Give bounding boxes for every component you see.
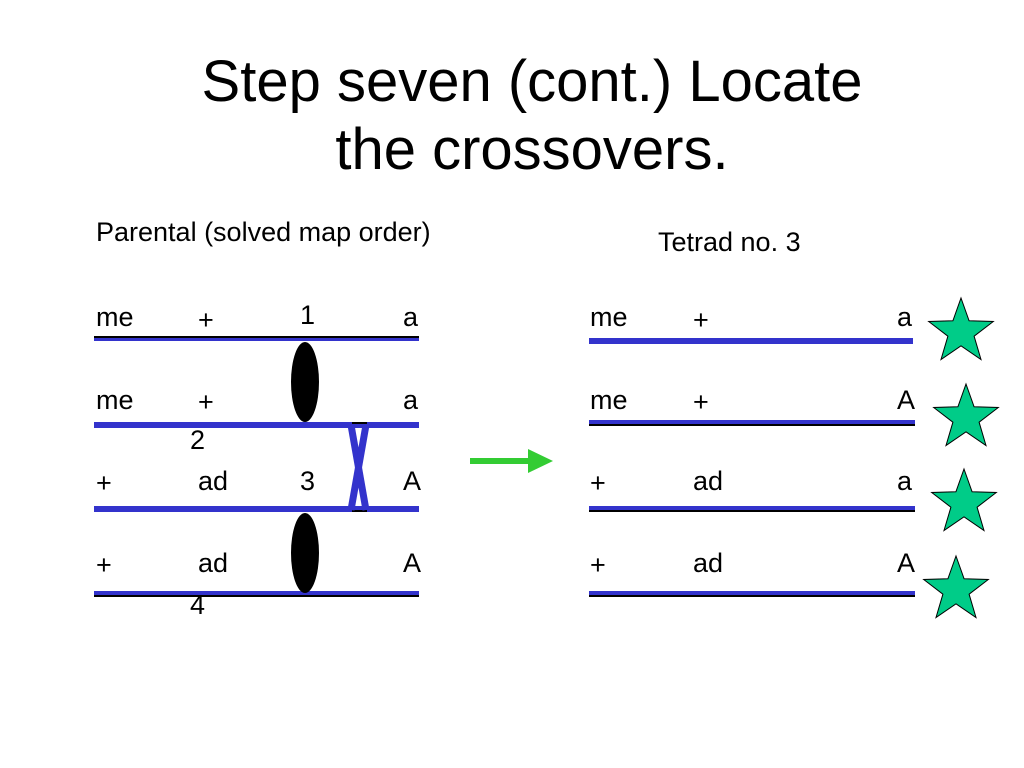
tetrad-1-gene-ad: +	[693, 305, 709, 335]
parental-heading: Parental (solved map order)	[96, 217, 431, 247]
parental-chromatid-edge-4	[94, 595, 419, 597]
title-line-1: Step seven (cont.) Locate	[201, 49, 863, 114]
parental-lines	[94, 336, 419, 597]
parental-3-gene-a: A	[403, 466, 422, 496]
centromere-oval-upper	[291, 342, 319, 422]
parental-2-gene-me: me	[96, 385, 134, 415]
parental-1-gene-ad: +	[198, 305, 214, 335]
parental-2-gene-a: a	[403, 385, 419, 415]
tetrad-1-gene-me: me	[590, 302, 628, 332]
tetrad-chromatid-line-3	[589, 506, 915, 512]
tetrad-2-gene-me: me	[590, 385, 628, 415]
tetrad-4-gene-ad: ad	[693, 548, 724, 578]
parental-3-gene-me: +	[96, 468, 112, 498]
strand-number-2: 2	[190, 425, 206, 455]
parental-1-gene-me: me	[96, 302, 134, 332]
tetrad-chromatid-line-4	[589, 591, 915, 597]
crossover-x	[347, 424, 370, 511]
star-icon	[927, 296, 995, 361]
tetrad-3-gene-a: a	[897, 466, 913, 496]
tetrad-heading: Tetrad no. 3	[658, 227, 801, 257]
parental-1-gene-a: a	[403, 302, 419, 332]
star-icon	[930, 467, 998, 532]
parental-chromatid-line-1	[94, 336, 419, 341]
parental-chromatid-line-2	[94, 422, 419, 428]
strand-number-3: 3	[300, 466, 316, 496]
parental-2-gene-ad: +	[198, 387, 214, 417]
parental-4-gene-ad: ad	[198, 548, 229, 578]
tetrad-chromatid-edge-2	[589, 424, 915, 426]
tetrad-chromatid-line-1	[589, 338, 913, 344]
strand-number-1: 1	[300, 300, 316, 330]
tetrad-2-gene-a: A	[897, 385, 916, 415]
parental-chromatid-edge-2	[352, 422, 367, 424]
parental-chromatid-line-3	[94, 506, 419, 512]
parental-chromatid-line-4	[94, 591, 419, 597]
tetrad-chromatid-edge-3	[589, 510, 915, 512]
tetrad-chromatid-line-2	[589, 420, 915, 426]
star-icon-group	[922, 296, 1000, 619]
title-line-2: the crossovers.	[335, 117, 729, 182]
parental-4-gene-me: +	[96, 550, 112, 580]
crossover-strand-b	[347, 424, 370, 511]
parental-chromatid-edge-1	[94, 336, 419, 338]
star-icon	[932, 382, 1000, 447]
star-icon	[922, 554, 990, 619]
tetrad-1-gene-a: a	[897, 302, 913, 332]
tetrad-4-gene-a: A	[897, 548, 916, 578]
centromere-oval-lower	[291, 513, 319, 593]
tetrad-3-gene-me: +	[590, 468, 606, 498]
parental-4-gene-a: A	[403, 548, 422, 578]
tetrad-4-gene-me: +	[590, 550, 606, 580]
slide-title: Step seven (cont.) Locate the crossovers…	[0, 48, 1024, 184]
parental-chromatid-edge-3	[352, 510, 367, 512]
strand-number-4: 4	[190, 590, 206, 620]
tetrad-2-gene-ad: +	[693, 387, 709, 417]
tetrad-3-gene-ad: ad	[693, 466, 724, 496]
tetrad-chromatid-edge-4	[589, 595, 915, 597]
tetrad-lines	[589, 338, 915, 597]
right-arrow-icon	[470, 449, 553, 473]
parental-3-gene-ad: ad	[198, 466, 229, 496]
